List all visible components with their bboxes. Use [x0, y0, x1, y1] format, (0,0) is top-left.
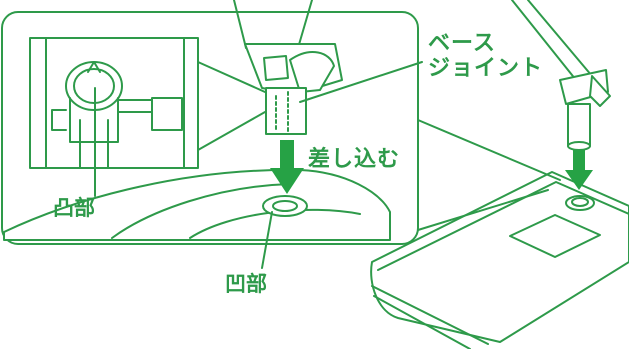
insert-arrow-right: [565, 150, 593, 190]
lamp-base-full: [370, 171, 629, 349]
leader-concave: [261, 211, 273, 269]
base-joint-part: [233, 0, 343, 135]
label-concave-part: 凹部: [225, 272, 267, 296]
concave-socket: [262, 195, 308, 217]
label-base-joint: ベース ジョイント: [428, 31, 544, 82]
leader-base-joint: [299, 61, 423, 103]
zoom-leader-lines: [417, 119, 561, 231]
label-insert: 差し込む: [308, 147, 401, 172]
insert-arrow: [270, 140, 304, 194]
label-convex-part: 凸部: [53, 196, 95, 220]
